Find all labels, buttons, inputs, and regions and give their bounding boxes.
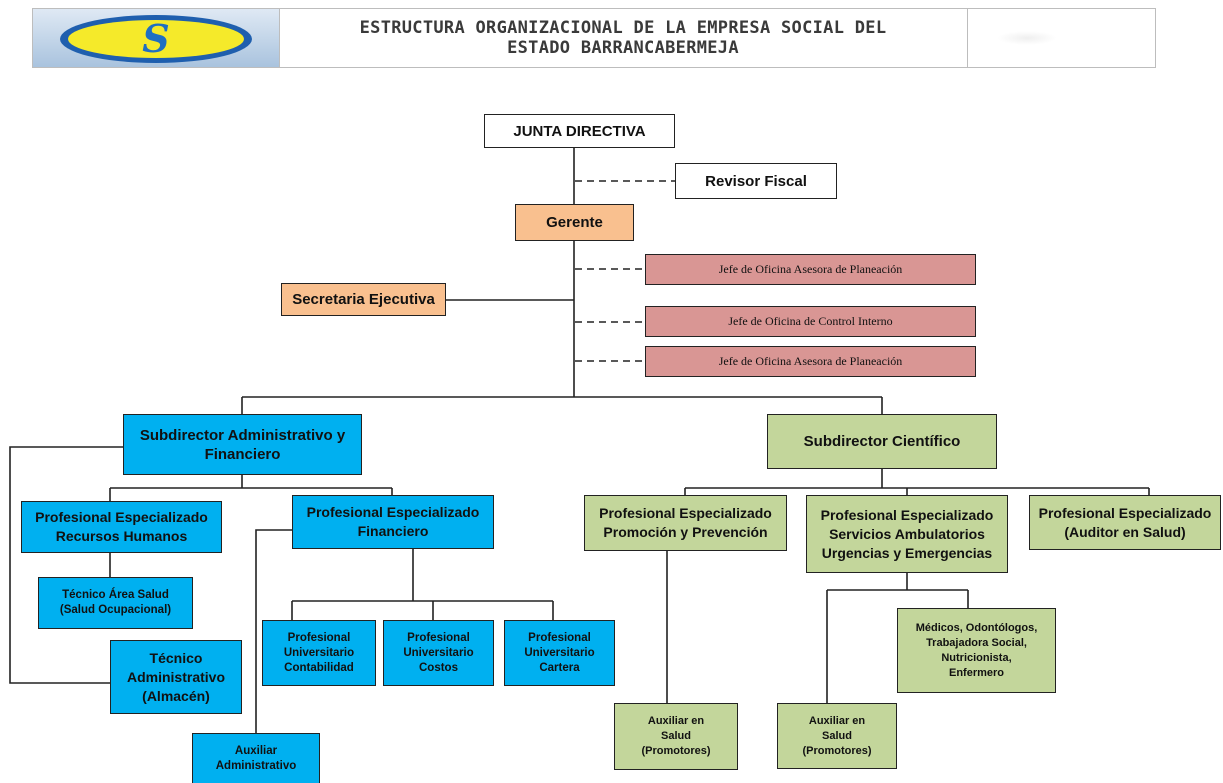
box-profesional-servicios[interactable]: Profesional Especializado Servicios Ambu…	[806, 495, 1008, 573]
box-label-line: Promoción y Prevención	[603, 524, 768, 540]
box-profesional-cartera[interactable]: Profesional Universitario Cartera	[504, 620, 615, 686]
box-label-line: Trabajadora Social,	[926, 636, 1027, 649]
logo-ellipse	[68, 20, 244, 58]
box-gerente[interactable]: Gerente	[515, 204, 634, 241]
box-label-line: Costos	[419, 661, 458, 674]
box-label-line: Universitario	[283, 646, 355, 659]
box-label: Jefe de Oficina de Control Interno	[728, 314, 893, 328]
stamp-cell	[967, 9, 1155, 67]
box-label-line: Servicios Ambulatorios	[829, 525, 985, 542]
box-label-line: Auxiliar en	[647, 715, 705, 727]
box-label-line: Salud	[822, 729, 852, 742]
title-line-2: ESTADO BARRANCABERMEJA	[507, 38, 739, 58]
document-title: ESTRUCTURA ORGANIZACIONAL DE LA EMPRESA …	[279, 9, 968, 67]
box-label-line: Universitario	[403, 646, 474, 659]
box-profesional-financiero[interactable]: Profesional Especializado Financiero	[292, 495, 494, 549]
box-label-line: Cartera	[539, 661, 580, 674]
box-label-line: (Almacén)	[142, 687, 210, 704]
logo-letter: S	[142, 16, 169, 61]
box-label-line: Profesional Especializado	[599, 505, 772, 521]
box-label-line: Profesional Especializado	[820, 506, 994, 523]
box-label: Secretaria Ejecutiva	[292, 291, 435, 308]
box-label: JUNTA DIRECTIVA	[513, 122, 646, 140]
box-auxiliar-administrativo[interactable]: Auxiliar Administrativo	[192, 733, 320, 783]
box-label-line: Auxiliar en	[808, 714, 866, 727]
box-auxiliar-salud-1[interactable]: Auxiliar en Salud (Promotores)	[614, 703, 738, 770]
box-label-line: (Promotores)	[641, 745, 711, 757]
box-label-line: Subdirector Científico	[803, 433, 961, 450]
box-label: Gerente	[546, 214, 603, 231]
top-split-line	[241, 396, 883, 414]
box-label-line: Salud	[661, 730, 691, 742]
logo-cell: S	[33, 9, 280, 67]
box-jefe-control-interno[interactable]: Jefe de Oficina de Control Interno	[645, 306, 976, 337]
box-label-line: Profesional	[287, 631, 351, 644]
box-label-line: Administrativo	[126, 668, 225, 685]
title-line-1: ESTRUCTURA ORGANIZACIONAL DE LA EMPRESA …	[359, 18, 887, 38]
box-profesional-auditor[interactable]: Profesional Especializado (Auditor en Sa…	[1029, 495, 1221, 550]
box-label: Jefe de Oficina Asesora de Planeación	[718, 262, 903, 276]
box-subdirector-administrativo[interactable]: Subdirector Administrativo y Financiero	[123, 414, 362, 475]
institution-logo: S	[60, 15, 252, 63]
admin-branch-line	[109, 475, 393, 501]
servicios-branch-line	[826, 573, 969, 703]
box-profesional-promocion[interactable]: Profesional Especializado Promoción y Pr…	[584, 495, 787, 551]
box-subdirector-cientifico[interactable]: Subdirector Científico	[767, 414, 997, 469]
box-label-line: Profesional Especializado	[306, 504, 480, 520]
box-label-line: Profesional	[407, 631, 470, 644]
box-label-line: Técnico	[149, 649, 203, 666]
box-tecnico-area-salud[interactable]: Técnico Área Salud (Salud Ocupacional)	[38, 577, 193, 629]
box-label: Revisor Fiscal	[705, 172, 807, 190]
box-label-line: Auxiliar	[234, 744, 278, 757]
auxiliar-admin-line	[255, 529, 292, 733]
document-header: S ESTRUCTURA ORGANIZACIONAL DE LA EMPRES…	[32, 8, 1156, 68]
box-label-line: Urgencias y Emergencias	[821, 544, 993, 561]
box-label-line: Enfermero	[948, 666, 1005, 679]
box-profesional-contabilidad[interactable]: Profesional Universitario Contabilidad	[262, 620, 376, 686]
box-junta-directiva[interactable]: JUNTA DIRECTIVA	[484, 114, 675, 148]
box-label-line: Contabilidad	[284, 661, 354, 674]
box-revisor-fiscal[interactable]: Revisor Fiscal	[675, 163, 837, 199]
box-label-line: (Auditor en Salud)	[1064, 523, 1186, 540]
box-label-line: Profesional Especializado	[1038, 504, 1212, 521]
financiero-branch-line	[291, 549, 554, 620]
box-label-line: Profesional Especializado	[35, 509, 208, 525]
box-secretaria-ejecutiva[interactable]: Secretaria Ejecutiva	[281, 283, 446, 316]
box-label-line: (Salud Ocupacional)	[59, 604, 172, 616]
box-label-line: Subdirector Administrativo y	[139, 426, 346, 444]
box-label-line: Profesional	[528, 631, 591, 644]
admin-left-bracket	[9, 446, 123, 684]
box-tecnico-administrativo[interactable]: Técnico Administrativo (Almacén)	[110, 640, 242, 714]
box-medicos-odontologos[interactable]: Médicos, Odontólogos, Trabajadora Social…	[897, 608, 1056, 693]
box-profesional-costos[interactable]: Profesional Universitario Costos	[383, 620, 494, 686]
box-auxiliar-salud-2[interactable]: Auxiliar en Salud (Promotores)	[777, 703, 897, 769]
box-label-line: Recursos Humanos	[55, 528, 188, 544]
box-jefe-planeacion-1[interactable]: Jefe de Oficina Asesora de Planeación	[645, 254, 976, 285]
box-label-line: Universitario	[524, 646, 595, 659]
cientifico-branch-line	[684, 469, 1150, 495]
box-label: Jefe de Oficina Asesora de Planeación	[718, 354, 903, 368]
box-label-line: Médicos, Odontólogos,	[915, 621, 1038, 634]
box-label-line: Técnico Área Salud	[62, 589, 169, 601]
box-label-line: Nutricionista,	[941, 651, 1012, 664]
box-jefe-planeacion-2[interactable]: Jefe de Oficina Asesora de Planeación	[645, 346, 976, 377]
stamp-smudge	[997, 31, 1057, 45]
box-label-line: (Promotores)	[802, 744, 872, 757]
box-label-line: Financiero	[204, 445, 281, 463]
box-profesional-rrhh[interactable]: Profesional Especializado Recursos Human…	[21, 501, 222, 553]
box-label-line: Administrativo	[215, 759, 297, 772]
box-label-line: Financiero	[357, 523, 429, 539]
